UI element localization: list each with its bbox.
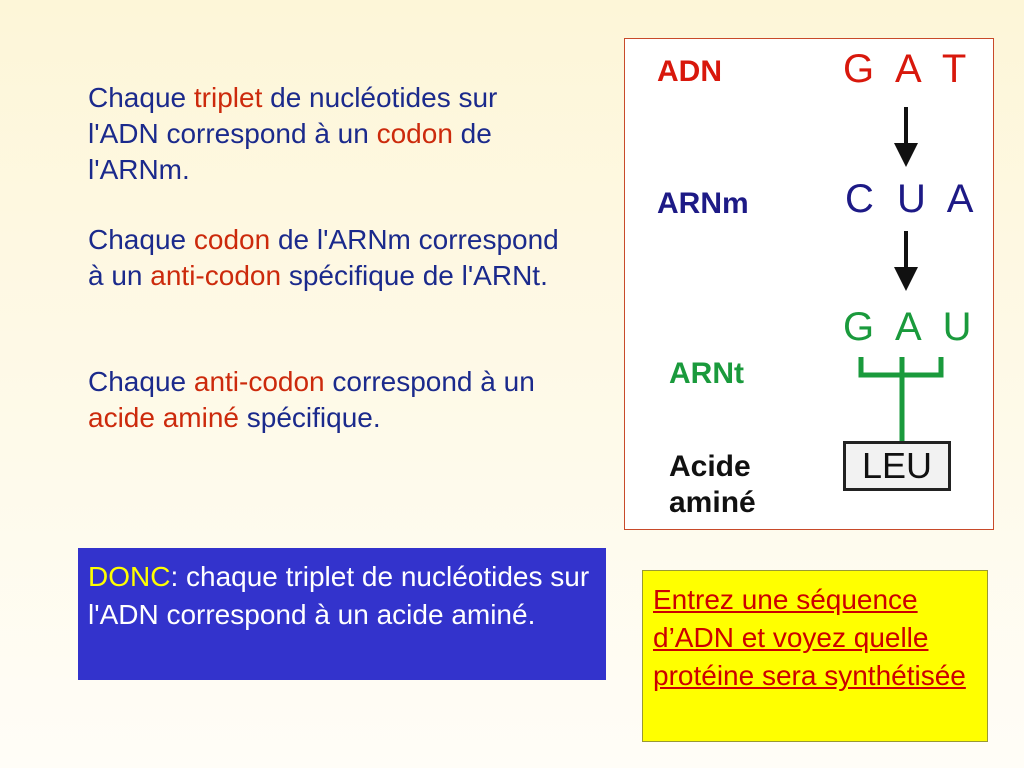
sequence-arnt: G A U [843,305,978,349]
label-amino-line1: Acide [669,450,751,483]
highlight-term: codon [376,118,453,149]
paragraph-anticodon: Chaque anti-codon correspond à un acide … [88,364,568,436]
arrow-adn-to-arnm [894,107,918,167]
label-amino-line2: aminé [669,486,756,519]
conclusion-box: DONC: chaque triplet de nucléotides sur … [78,548,606,680]
conclusion-text: : chaque triplet de nucléotides sur l'AD… [88,561,590,630]
text-segment: spécifique. [238,402,381,433]
sequence-link[interactable]: Entrez une séquence d’ADN et voyez quell… [653,584,966,691]
diagram-connectors [858,107,944,443]
label-adn: ADN [657,55,722,88]
paragraph-triplet: Chaque triplet de nucléotides sur l'ADN … [88,80,568,188]
sequence-link-box: Entrez une séquence d’ADN et voyez quell… [642,570,988,742]
arrow-arnm-to-arnt [894,231,918,291]
text-segment: spécifique de l'ARNt. [281,260,548,291]
label-arnm: ARNm [657,187,749,220]
translation-diagram: ADN ARNm ARNt Acide aminé G A T C U A G … [624,38,994,530]
highlight-term: acide aminé [88,402,239,433]
label-arnt: ARNt [669,357,744,390]
text-segment: Chaque [88,224,194,255]
amino-acid-box: LEU [843,441,951,491]
text-segment: correspond à un [324,366,535,397]
text-segment: Chaque [88,82,194,113]
label-amino-acid: Acide aminé [669,449,756,521]
text-segment: de l'ARNm correspond à un [88,224,559,291]
paragraph-codon: Chaque codon de l'ARNm correspond à un a… [88,222,568,294]
text-segment: Chaque [88,366,194,397]
highlight-term: triplet [193,82,263,113]
sequence-arnm: C U A [845,177,980,221]
text-segment: de nucléotides sur l'ADN correspond à un [88,82,498,149]
highlight-term: codon [193,224,271,255]
trna-connector [858,357,944,443]
highlight-term: anti-codon [193,366,325,397]
highlight-term: anti-codon [150,260,282,291]
sequence-adn: G A T [843,47,973,91]
text-segment: de l'ARNm. [88,118,492,185]
conclusion-keyword: DONC [88,561,171,592]
